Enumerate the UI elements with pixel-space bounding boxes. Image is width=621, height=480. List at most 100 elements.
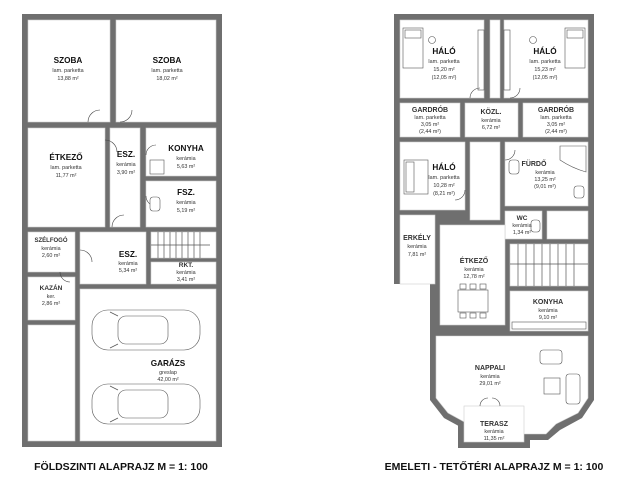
- door-swing: [491, 397, 501, 407]
- room-szelfogo: [27, 231, 76, 273]
- room-material: kerámia: [481, 118, 500, 124]
- stairs-upper-floor: [510, 244, 588, 286]
- room-name: TERASZ: [480, 421, 509, 428]
- bed-halo-1: [402, 27, 485, 91]
- room-name: HÁLÓ: [533, 45, 557, 56]
- stove-fixture: [149, 159, 165, 175]
- room-material: kerámia: [535, 170, 554, 176]
- room-material: lam. parketta: [529, 59, 560, 65]
- room-name: GARDRÓB: [412, 105, 448, 114]
- room-material: kerámia: [116, 162, 135, 168]
- room-name: ESZ.: [117, 150, 135, 159]
- room-material: greslap: [159, 370, 177, 376]
- room-area: 15,20 m²: [433, 67, 454, 73]
- door-swing: [87, 109, 101, 123]
- label-halo-3: HÁLÓ lam. parketta 10,28 m² (8,21 m²): [428, 161, 459, 197]
- label-rkt: RKT. kerámia 3,41 m²: [176, 262, 195, 283]
- room-material: lam. parketta: [540, 115, 571, 121]
- room-area: 5,63 m²: [177, 164, 195, 170]
- room-area-secondary: (2,44 m²): [545, 129, 567, 135]
- car-bottom: [91, 383, 201, 425]
- label-halo-2: HÁLÓ lam. parketta 15,23 m² (12,05 m²): [529, 45, 560, 81]
- door-swing: [111, 214, 125, 228]
- room-material: kerámia: [484, 429, 503, 435]
- room-material: lam. parketta: [414, 115, 445, 121]
- label-kozl: KÖZL. kerámia 6,72 m²: [481, 107, 502, 131]
- label-etkezo: ÉTKEZŐ lam. parketta 11,77 m²: [49, 151, 83, 179]
- door-swing: [454, 189, 466, 201]
- door-swing: [469, 87, 481, 99]
- room-name: ESZ.: [119, 250, 137, 259]
- room-area-secondary: (8,21 m²): [433, 191, 455, 197]
- room-material: lam. parketta: [428, 175, 459, 181]
- room-etkezo: [27, 127, 106, 228]
- room-kazan: [27, 276, 76, 321]
- room-gardrob-1: [399, 102, 461, 138]
- label-halo-1: HÁLÓ lam. parketta 15,20 m² (12,05 m²): [428, 45, 459, 81]
- room-gardrob-2: [522, 102, 589, 138]
- room-area: 13,88 m²: [57, 76, 78, 82]
- label-esz-2: ESZ. kerámia 5,34 m²: [118, 250, 137, 274]
- room-name: ÉTKEZŐ: [460, 256, 489, 265]
- room-name: KAZÁN: [40, 283, 63, 292]
- room-area-secondary: (12,05 m²): [533, 75, 558, 81]
- room-name: HÁLÓ: [432, 45, 456, 56]
- room-area: 10,28 m²: [433, 183, 454, 189]
- chair-icon: [529, 36, 537, 44]
- kitchen-counter: [511, 321, 587, 330]
- room-name: FÜRDŐ: [522, 159, 547, 168]
- label-terasz: TERASZ kerámia 11,35 m²: [480, 421, 509, 442]
- label-konyha: KONYHA kerámia 5,63 m²: [168, 144, 204, 170]
- room-name: KÖZL.: [481, 107, 502, 116]
- room-material: ker.: [47, 294, 56, 300]
- dining-table: [457, 283, 489, 319]
- label-wc: WC kerámia 1,34 m²: [512, 215, 531, 236]
- room-name: SZOBA: [153, 56, 182, 65]
- upper-floor-caption: EMELETI - TETŐTÉRI ALAPRAJZ M = 1: 100: [385, 460, 604, 473]
- room-area-secondary: (9,01 m²): [534, 184, 556, 190]
- room-material: kerámia: [407, 244, 426, 250]
- door-swing: [509, 87, 521, 99]
- label-konyha-upper: KONYHA kerámia 9,10 m²: [533, 299, 563, 321]
- sink-fixture: [573, 185, 585, 199]
- label-szelfogo: SZÉLFOGÓ kerámia 2,60 m²: [35, 236, 68, 259]
- ground-floor-plan: SZOBA lam. parketta 13,88 m² SZOBA lam. …: [22, 14, 222, 447]
- room-area: 29,01 m²: [479, 381, 500, 387]
- room-area: 5,19 m²: [177, 208, 195, 214]
- room-terasz: [463, 405, 525, 443]
- label-szoba-1: SZOBA lam. parketta 13,88 m²: [52, 56, 83, 82]
- ground-floor-caption: FÖLDSZINTI ALAPRAJZ M = 1: 100: [34, 460, 208, 473]
- room-garage-side: [27, 324, 76, 442]
- room-area: 12,78 m²: [463, 274, 484, 280]
- room-name: SZOBA: [54, 56, 83, 65]
- room-material: kerámia: [176, 270, 195, 276]
- room-material: kerámia: [118, 261, 137, 267]
- room-name: NAPPALI: [475, 365, 505, 372]
- room-szoba-1: [27, 19, 111, 123]
- door-swing: [145, 144, 157, 156]
- room-material: kerámia: [41, 246, 60, 252]
- room-area: 9,10 m²: [539, 315, 557, 321]
- room-material: kerámia: [538, 308, 557, 314]
- room-area: 3,90 m²: [117, 170, 135, 176]
- toilet-fixture: [149, 196, 161, 212]
- toilet-fixture: [508, 159, 520, 175]
- room-name: SZÉLFOGÓ: [35, 236, 68, 244]
- door-swing: [104, 139, 118, 153]
- room-eszkoz-2: [79, 231, 147, 285]
- label-gardrob-1: GARDRÓB lam. parketta 3,05 m² (2,44 m²): [412, 105, 448, 135]
- door-swing: [59, 271, 71, 283]
- label-garazs: GARÁZS greslap 42,00 m²: [151, 358, 186, 383]
- room-area: 5,34 m²: [119, 268, 137, 274]
- room-raktar: [150, 261, 217, 285]
- label-erkely: ERKÉLY kerámia 7,81 m²: [403, 233, 431, 258]
- room-erkely: [399, 214, 436, 285]
- room-area: 15,23 m²: [534, 67, 555, 73]
- room-area: 3,05 m²: [547, 122, 565, 128]
- door-swing: [119, 109, 133, 123]
- door-swing: [79, 249, 93, 263]
- room-material: lam. parketta: [50, 165, 81, 171]
- room-name: FSZ.: [177, 188, 195, 197]
- room-material: lam. parketta: [428, 59, 459, 65]
- room-area-secondary: (12,05 m²): [432, 75, 457, 81]
